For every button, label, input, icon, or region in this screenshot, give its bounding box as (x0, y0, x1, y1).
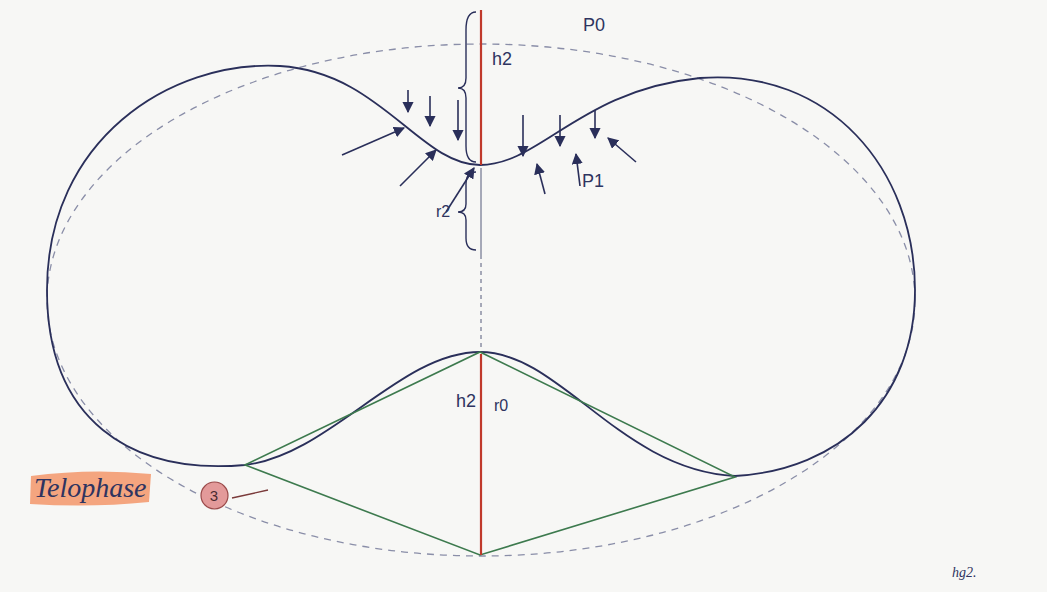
signature: hg2. (952, 566, 977, 580)
pressure-arrows (342, 90, 636, 212)
dimension-label: P0 (583, 16, 605, 34)
dimension-label: h2 (456, 392, 476, 410)
red-height-line (480, 354, 482, 555)
curly-brace (458, 172, 476, 250)
callout-number: 3 (200, 481, 229, 510)
tick-mark (232, 490, 268, 498)
dimension-label: P1 (582, 172, 604, 190)
dimension-label: r2 (436, 204, 450, 220)
green-quadrilateral (245, 352, 735, 555)
highlighted-title: Telophase (28, 468, 153, 508)
dimension-label: h2 (492, 50, 512, 68)
dimension-label: r0 (494, 398, 508, 414)
axis-line (481, 168, 482, 255)
curly-brace (458, 12, 476, 162)
title-text: Telophase (34, 474, 147, 502)
dashed-axis (481, 255, 482, 350)
callout-text: 3 (210, 488, 218, 503)
red-height-line (480, 10, 482, 165)
